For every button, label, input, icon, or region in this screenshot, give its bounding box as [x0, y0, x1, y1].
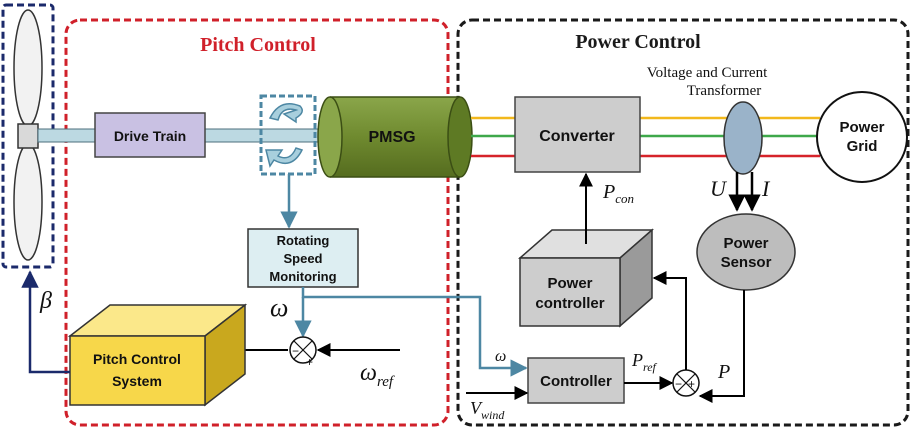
- junction-to-power-controller: [652, 271, 687, 370]
- rsm-label-line2: Speed: [283, 251, 322, 266]
- p-symbol: P: [717, 361, 730, 383]
- v-wind-symbol: Vwind: [470, 398, 505, 422]
- p-con-sub: con: [615, 191, 634, 206]
- drive-train-label: Drive Train: [114, 128, 186, 144]
- rotating-speed-monitoring-block: [247, 228, 359, 288]
- omega-ref-sub: ref: [377, 374, 395, 390]
- sum-power-minus: −: [675, 377, 682, 391]
- pmsg-label: PMSG: [368, 129, 415, 146]
- pitch-system-label-line1: Pitch Control: [93, 351, 181, 367]
- summing-junction-pitch: [289, 336, 317, 364]
- beta-symbol: β: [39, 288, 52, 314]
- power-grid-label-line1: Power: [839, 119, 884, 136]
- omega-ref-symbol: ωref: [360, 360, 395, 390]
- converter-label: Converter: [539, 128, 615, 145]
- p-con-main: P: [602, 181, 615, 203]
- beta-feedback-line: [21, 270, 70, 374]
- sum-pitch-minus: −: [292, 344, 299, 358]
- p-feedback-line: [698, 290, 745, 403]
- controller-label: Controller: [540, 373, 612, 390]
- power-controller-label-line2: controller: [535, 295, 604, 312]
- power-grid-label-line2: Grid: [847, 138, 878, 155]
- pitch-control-title: Pitch Control: [200, 34, 316, 56]
- p-ref-symbol: Pref: [631, 350, 658, 374]
- pitch-control-border: [64, 18, 450, 427]
- p-ref-main: P: [631, 350, 643, 370]
- p-con-symbol: Pcon: [602, 181, 634, 206]
- vct-label-line2: Transformer: [687, 83, 761, 99]
- power-sensor-label-line1: Power: [723, 235, 768, 252]
- rsm-label-line3: Monitoring: [269, 269, 336, 284]
- omega-symbol: ω: [270, 293, 288, 322]
- converter-block: [514, 96, 641, 173]
- pmsg-generator: [317, 96, 473, 178]
- rsm-label-line1: Rotating: [277, 233, 330, 248]
- turbine-blades-icon: [13, 9, 43, 261]
- omega-to-controller-line: [301, 287, 528, 377]
- pitch-control-system-block: [67, 303, 248, 407]
- transformer-oval: [723, 101, 763, 175]
- controller-block: [527, 357, 625, 404]
- v-wind-main: V: [470, 398, 483, 418]
- power-grid-circle: [816, 91, 908, 183]
- rotation-arrow-icon: [265, 103, 304, 168]
- power-sensor-oval: [696, 213, 796, 291]
- u-symbol: U: [710, 176, 728, 201]
- pitch-system-label-line2: System: [112, 373, 162, 389]
- omega-ref-main: ω: [360, 360, 377, 386]
- p-ref-sub: ref: [643, 360, 658, 374]
- vct-label-line1: Voltage and Current: [647, 65, 768, 81]
- omega-small-symbol: ω: [495, 348, 506, 365]
- sum-pitch-plus: +: [306, 355, 313, 369]
- power-sensor-label-line2: Sensor: [721, 254, 772, 271]
- i-symbol: I: [761, 176, 771, 201]
- power-control-border: [456, 18, 910, 427]
- drive-train-block: [94, 112, 206, 158]
- v-wind-sub: wind: [481, 408, 505, 422]
- power-control-title: Power Control: [575, 31, 701, 53]
- power-controller-label-line1: Power: [547, 275, 592, 292]
- sum-power-plus: +: [688, 377, 695, 391]
